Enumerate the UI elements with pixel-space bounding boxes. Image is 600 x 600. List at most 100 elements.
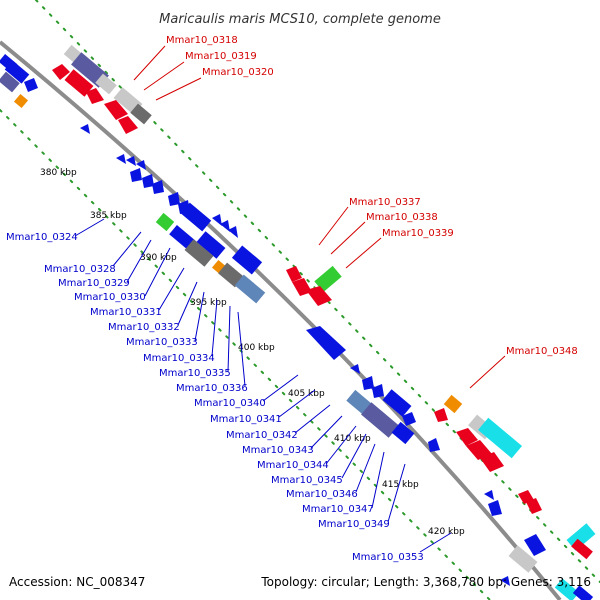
gene-arrow (136, 160, 146, 170)
gene-arrow (80, 124, 90, 134)
gene-arrow (306, 286, 332, 306)
tick-label: 395 kbp (190, 298, 227, 308)
label-leader-line (345, 237, 382, 269)
gene-arrow (228, 226, 238, 238)
gene-arrow (212, 214, 222, 226)
gene-arrow (402, 412, 416, 426)
gene-label-Mmar10_0343[interactable]: Mmar10_0343 (242, 445, 314, 456)
forward-gene-labels: Mmar10_0318 Mmar10_0319 Mmar10_0320 Mmar… (133, 35, 578, 389)
label-leader-line (177, 281, 198, 326)
gene-label-Mmar10_0338[interactable]: Mmar10_0338 (366, 212, 438, 223)
gene-arrow (466, 440, 492, 460)
gene-block (554, 578, 580, 600)
gene-label-Mmar10_0348[interactable]: Mmar10_0348 (506, 346, 578, 357)
gene-arrow (526, 498, 542, 514)
gene-block (234, 274, 266, 304)
tick-label: 390 kbp (140, 253, 177, 263)
tick-label: 385 kbp (90, 211, 127, 221)
gene-arrow (168, 192, 180, 206)
gene-block (184, 239, 214, 267)
gene-block (0, 71, 20, 93)
label-leader-line (143, 61, 185, 91)
gene-label-Mmar10_0339[interactable]: Mmar10_0339 (382, 228, 454, 239)
tick-label: 405 kbp (288, 389, 325, 399)
gene-label-Mmar10_0344[interactable]: Mmar10_0344 (257, 460, 329, 471)
gene-label-Mmar10_0349[interactable]: Mmar10_0349 (318, 519, 390, 530)
gene-arrow (152, 180, 164, 194)
gene-arrow (126, 156, 136, 166)
label-leader-line (278, 389, 316, 418)
label-leader-line (74, 218, 105, 237)
gene-arrow (306, 326, 346, 360)
label-leader-line (133, 45, 166, 81)
gene-arrow (362, 376, 374, 390)
label-leader-line (194, 291, 205, 342)
forward-strand-genes (52, 44, 596, 560)
gene-block (508, 545, 538, 573)
gene-arrow (130, 168, 142, 182)
tick-label: 400 kbp (238, 343, 275, 353)
tick-label: 380 kbp (40, 168, 77, 178)
pseudo-gene (443, 394, 463, 414)
gene-arrow (86, 88, 104, 104)
label-leader-line (419, 532, 452, 553)
gene-block (64, 69, 94, 97)
gene-label-Mmar10_0335[interactable]: Mmar10_0335 (159, 368, 231, 379)
label-leader-line (126, 239, 152, 283)
gene-block (231, 245, 263, 275)
gene-label-Mmar10_0337[interactable]: Mmar10_0337 (349, 197, 421, 208)
label-leader-line (144, 247, 171, 297)
gene-label-Mmar10_0341[interactable]: Mmar10_0341 (210, 414, 282, 425)
gene-label-Mmar10_0342[interactable]: Mmar10_0342 (226, 430, 298, 441)
rna-gene (155, 212, 175, 232)
gene-arrow (488, 500, 502, 516)
gene-block (95, 73, 117, 95)
gene-label-Mmar10_0332[interactable]: Mmar10_0332 (108, 322, 180, 333)
gene-label-Mmar10_0319[interactable]: Mmar10_0319 (185, 51, 257, 62)
genome-backbone (0, 40, 562, 600)
gene-arrow (480, 452, 504, 472)
gene-label-Mmar10_0353[interactable]: Mmar10_0353 (352, 552, 424, 563)
gene-arrow (24, 78, 38, 92)
gene-block (4, 60, 30, 84)
genome-summary-text: Topology: circular; Length: 3,368,780 bp… (260, 575, 591, 589)
label-leader-line (310, 415, 343, 449)
gene-label-Mmar10_0333[interactable]: Mmar10_0333 (126, 337, 198, 348)
gene-label-Mmar10_0336[interactable]: Mmar10_0336 (176, 383, 248, 394)
gene-label-Mmar10_0347[interactable]: Mmar10_0347 (302, 504, 374, 515)
rna-gene (314, 265, 342, 293)
position-ticks: 380 kbp 385 kbp 390 kbp 395 kbp 400 kbp … (40, 168, 465, 537)
gene-label-Mmar10_0328[interactable]: Mmar10_0328 (44, 264, 116, 275)
gene-label-Mmar10_0331[interactable]: Mmar10_0331 (90, 307, 162, 318)
gene-arrow (372, 384, 384, 398)
gene-label-Mmar10_0320[interactable]: Mmar10_0320 (202, 67, 274, 78)
gene-arrow (52, 64, 70, 80)
label-leader-line (469, 355, 506, 389)
gene-arrow (286, 266, 302, 282)
gene-arrow (350, 364, 360, 374)
label-leader-line (155, 77, 202, 101)
label-leader-line (341, 433, 367, 479)
label-leader-line (158, 267, 185, 311)
label-leader-line (112, 231, 142, 267)
reverse-gene-labels: Mmar10_0324 Mmar10_0328 Mmar10_0329 Mmar… (6, 218, 452, 563)
gene-arrow (118, 116, 138, 134)
tick-label: 420 kbp (428, 527, 465, 537)
gene-label-Mmar10_0330[interactable]: Mmar10_0330 (74, 292, 146, 303)
gene-label-Mmar10_0345[interactable]: Mmar10_0345 (271, 475, 343, 486)
gene-arrow (484, 490, 494, 500)
pseudo-gene (13, 93, 29, 109)
gene-arrow (116, 154, 126, 164)
gene-block (478, 417, 522, 459)
gene-label-Mmar10_0318[interactable]: Mmar10_0318 (166, 35, 238, 46)
gene-arrow (434, 408, 448, 422)
label-leader-line (227, 305, 231, 373)
gene-label-Mmar10_0329[interactable]: Mmar10_0329 (58, 278, 130, 289)
tick-label: 415 kbp (382, 480, 419, 490)
gene-label-Mmar10_0346[interactable]: Mmar10_0346 (286, 489, 358, 500)
gene-label-Mmar10_0334[interactable]: Mmar10_0334 (143, 353, 215, 364)
gene-label-Mmar10_0324[interactable]: Mmar10_0324 (6, 232, 78, 243)
gene-label-Mmar10_0340[interactable]: Mmar10_0340 (194, 398, 266, 409)
